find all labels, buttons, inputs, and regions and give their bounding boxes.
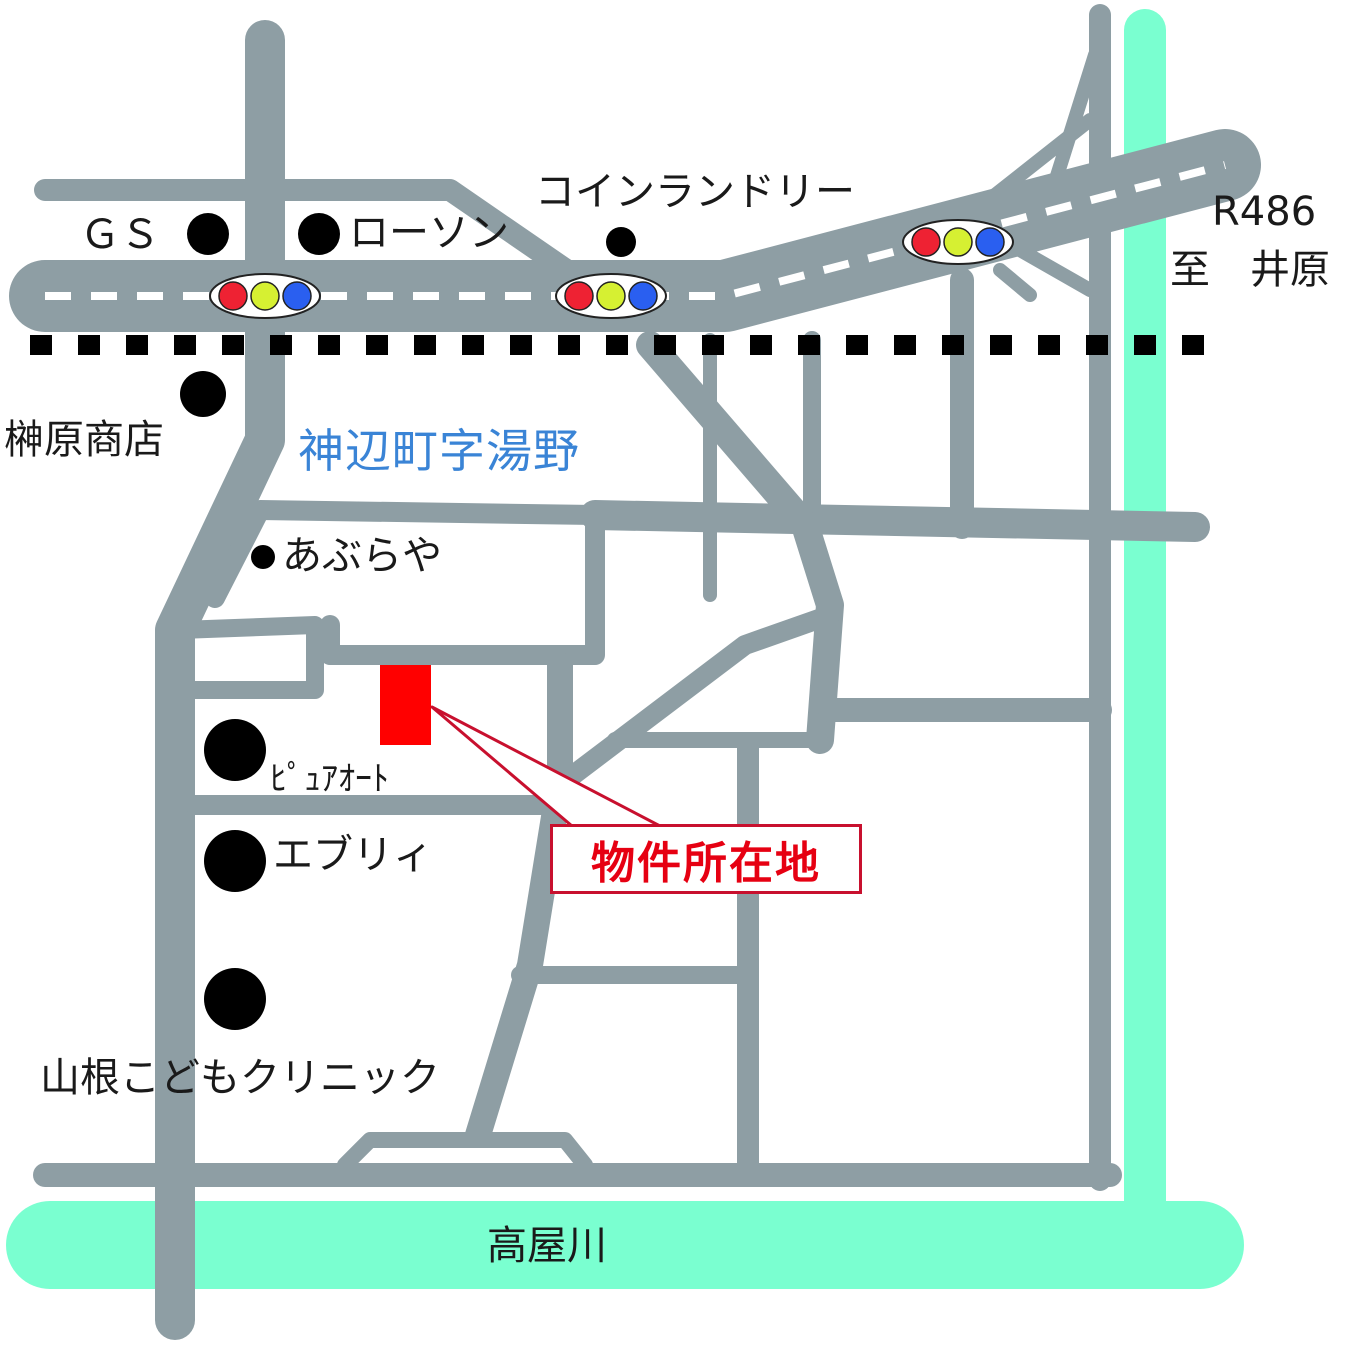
landmark-label-pure-auto: ﾋﾟｭｱｵｰﾄ — [270, 759, 389, 799]
traffic-signal — [555, 273, 667, 319]
route-label: R486 — [1212, 189, 1317, 235]
traffic-signal — [902, 219, 1014, 265]
direction-label: 至 井原 — [1170, 247, 1330, 293]
landmark-dot-lawson — [298, 213, 340, 255]
landmark-dot-aburaya — [251, 545, 275, 569]
landmark-label-sakakibara: 榊原商店 — [4, 417, 164, 463]
landmark-dot-sakakibara — [180, 371, 226, 417]
road-left-main — [155, 20, 285, 1340]
landmark-dot-coin-laundry — [606, 227, 636, 257]
highway-centerline — [45, 161, 1227, 300]
landmark-label-lawson: ローソン — [349, 210, 509, 256]
landmark-dot-clinic — [204, 968, 266, 1030]
landmark-label-clinic: 山根こどもクリニック — [40, 1055, 440, 1101]
landmark-dot-gs — [187, 213, 229, 255]
traffic-signal — [209, 273, 321, 319]
area-name: 神辺町字湯野 — [298, 424, 580, 478]
landmark-label-coin-laundry: コインランドリー — [535, 169, 855, 215]
landmark-label-aburaya: あぶらや — [282, 533, 442, 579]
property-label: 物件所在地 — [591, 838, 821, 889]
river-label: 高屋川 — [487, 1223, 607, 1269]
landmark-label-every: エブリィ — [273, 832, 433, 878]
property-marker — [380, 665, 431, 745]
landmark-dot-pure-auto — [204, 719, 266, 781]
landmark-label-gs: ＧＳ — [80, 212, 160, 258]
property-callout: 物件所在地 — [550, 824, 862, 894]
landmark-dot-every — [204, 830, 266, 892]
